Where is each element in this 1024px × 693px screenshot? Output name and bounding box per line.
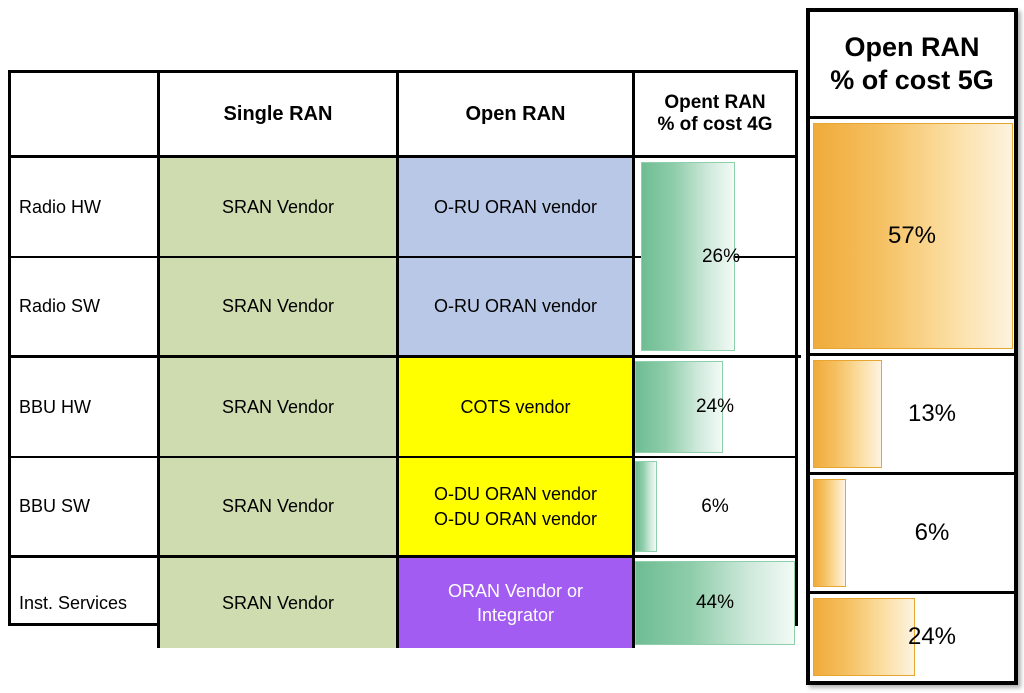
open-ran-5g-panel: Open RAN % of cost 5G 57% 13% 6% 24% [806, 8, 1018, 685]
bar-4g-label-inst-services: 44% [695, 592, 735, 613]
row-open-ran-bbu-sw-line2: O-DU ORAN vendor [433, 508, 598, 529]
row-category-inst-services: Inst. Services [11, 558, 160, 648]
panel-5g-row-inst-services: 24% [810, 594, 1014, 680]
panel-5g-row-radio: 57% [810, 119, 1014, 356]
row-category-radio-hw: Radio HW [11, 158, 160, 256]
row-open-ran-inst-services-line2: Integrator [476, 605, 555, 625]
bar-5g-bbu-sw [813, 479, 846, 587]
row-open-ran-inst-services-line1: ORAN Vendor or [447, 580, 584, 601]
ran-cost-table: Single RAN Open RAN Opent RAN % of cost … [8, 70, 801, 648]
bar-5g-label-bbu-hw: 13% [907, 400, 957, 427]
row-open-ran-radio-hw: O-RU ORAN vendor [399, 158, 635, 256]
header-cell-open-ran: Open RAN [399, 73, 635, 155]
table-header-row: Single RAN Open RAN Opent RAN % of cost … [11, 73, 795, 158]
bar-4g-label-radio-merged: 26% [701, 245, 741, 267]
bar-5g-label-bbu-sw: 6% [914, 519, 950, 546]
bar-5g-label-radio: 57% [887, 222, 937, 249]
table-row: BBU HW SRAN Vendor COTS vendor 24% [11, 358, 795, 458]
panel-5g-row-bbu-sw: 6% [810, 475, 1014, 594]
header-pct-4g-line2: % of cost 4G [657, 114, 773, 135]
bar-4g-inst-services [635, 561, 795, 645]
table-row: Inst. Services SRAN Vendor ORAN Vendor o… [11, 558, 795, 648]
row-category-bbu-sw: BBU SW [11, 458, 160, 555]
row-pct4g-bbu-hw: 24% [635, 358, 795, 456]
row-open-ran-bbu-sw: O-DU ORAN vendor O-DU ORAN vendor [399, 458, 635, 555]
bar-4g-radio-merged [641, 162, 736, 351]
bar-4g-radio-merged-cell: 26% [641, 158, 801, 358]
row-category-radio-sw: Radio SW [11, 258, 160, 355]
row-single-ran-bbu-sw: SRAN Vendor [160, 458, 399, 555]
panel-5g-row-bbu-hw: 13% [810, 356, 1014, 475]
row-single-ran-radio-hw: SRAN Vendor [160, 158, 399, 256]
bar-4g-bbu-sw [635, 461, 658, 552]
row-category-bbu-hw: BBU HW [11, 358, 160, 456]
bar-4g-bbu-hw [635, 361, 723, 453]
row-open-ran-bbu-hw: COTS vendor [399, 358, 635, 456]
bar-5g-radio [813, 123, 1013, 349]
row-pct4g-bbu-sw: 6% [635, 458, 795, 555]
bar-5g-bbu-hw [813, 360, 883, 468]
table-row: BBU SW SRAN Vendor O-DU ORAN vendor O-DU… [11, 458, 795, 558]
panel-5g-title-line1: Open RAN [844, 32, 980, 63]
header-pct-4g-line1: Opent RAN [664, 92, 766, 114]
row-single-ran-inst-services: SRAN Vendor [160, 558, 399, 648]
row-single-ran-bbu-hw: SRAN Vendor [160, 358, 399, 456]
row-open-ran-bbu-sw-line1: O-DU ORAN vendor [433, 484, 598, 505]
table-row: Radio HW SRAN Vendor O-RU ORAN vendor [11, 158, 795, 258]
bar-4g-label-bbu-hw: 24% [695, 396, 735, 417]
row-single-ran-radio-sw: SRAN Vendor [160, 258, 399, 355]
panel-5g-title: Open RAN % of cost 5G [810, 12, 1014, 119]
bar-5g-inst-services [813, 598, 915, 676]
row-open-ran-radio-sw: O-RU ORAN vendor [399, 258, 635, 355]
row-open-ran-inst-services: ORAN Vendor or Integrator [399, 558, 635, 648]
bar-4g-label-bbu-sw: 6% [701, 495, 729, 517]
table-row: Radio SW SRAN Vendor O-RU ORAN vendor [11, 258, 795, 358]
bar-5g-label-inst-services: 24% [907, 623, 957, 650]
header-cell-single-ran: Single RAN [160, 73, 399, 155]
panel-5g-title-line2: % of cost 5G [830, 65, 994, 95]
header-cell-category [11, 73, 160, 155]
header-cell-pct-4g: Opent RAN % of cost 4G [635, 73, 795, 155]
row-pct4g-inst-services: 44% [635, 558, 795, 648]
